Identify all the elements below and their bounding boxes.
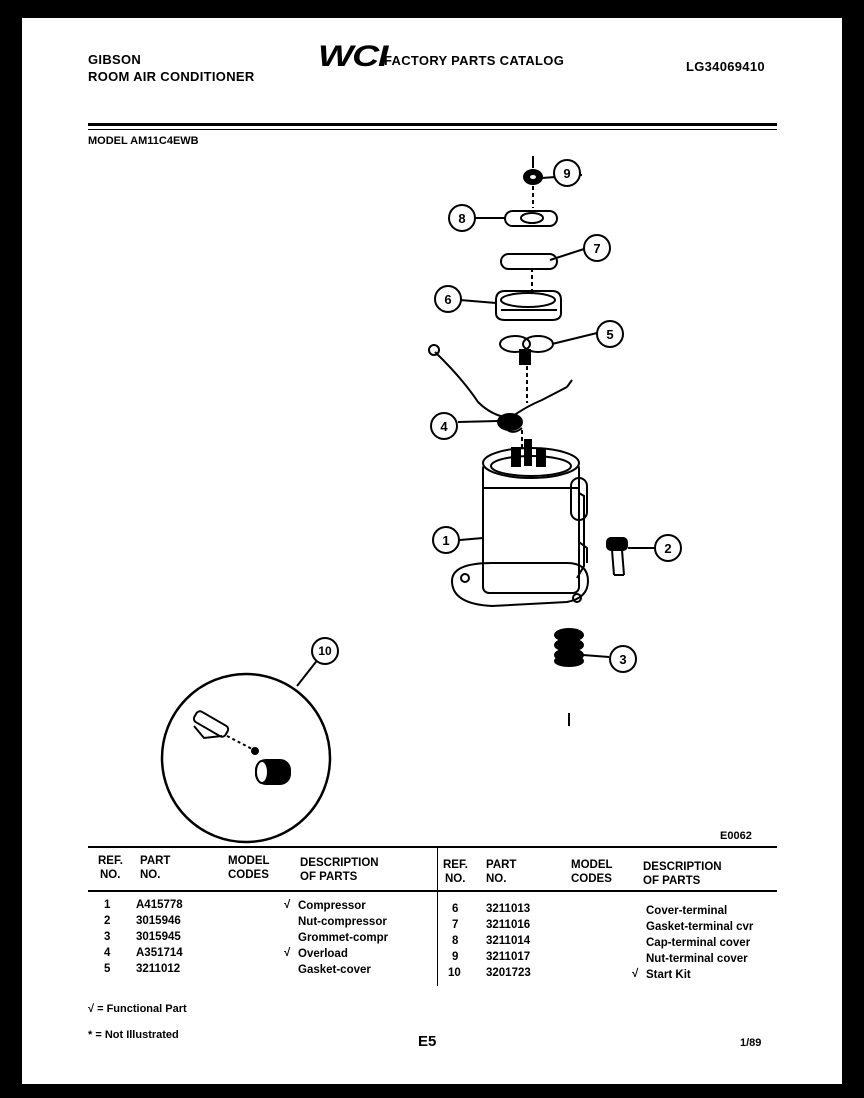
callout-8: 8	[448, 204, 476, 232]
left-header-codes-2: CODES	[228, 869, 269, 881]
catalog-page: GIBSON ROOM AIR CONDITIONER WCI FACTORY …	[22, 18, 842, 1084]
callout-7: 7	[583, 234, 611, 262]
callout-10: 10	[311, 637, 339, 665]
functional-mark: √	[632, 968, 639, 980]
part-no: A351714	[136, 947, 183, 959]
part-no: 3211012	[136, 963, 181, 975]
ref-no: 2	[104, 915, 111, 927]
exploded-parts-diagram	[160, 156, 654, 844]
description: Overload	[298, 948, 348, 960]
ref-no: 6	[452, 903, 459, 915]
table-top-rule	[88, 846, 777, 848]
part-5-gasket	[499, 335, 554, 365]
ref-no: 10	[448, 967, 461, 979]
part-no: 3015945	[136, 931, 181, 943]
ref-no: 4	[104, 947, 111, 959]
catalog-title: FACTORY PARTS CATALOG	[384, 53, 565, 68]
description: Cap-terminal cover	[646, 937, 751, 949]
ref-no: 9	[452, 951, 459, 963]
revision-date: 1/89	[740, 1037, 762, 1049]
callout-4: 4	[430, 412, 458, 440]
part-9-nut	[523, 169, 543, 185]
ref-no: 1	[104, 899, 111, 911]
part-4-overload	[428, 344, 573, 433]
description: Compressor	[298, 900, 366, 912]
part-3-grommet	[554, 628, 584, 667]
wci-logo: WCI	[318, 40, 388, 73]
left-header-desc-1: DESCRIPTION	[300, 857, 379, 869]
right-header-desc-2: OF PARTS	[643, 875, 701, 887]
left-header-ref-1: REF.	[98, 855, 123, 867]
part-no: 3201723	[486, 967, 531, 979]
header-rule-thick	[88, 123, 777, 126]
right-header-ref-2: NO.	[445, 873, 466, 885]
right-header-part-2: NO.	[486, 873, 507, 885]
description: Gasket-cover	[298, 964, 371, 976]
part-no: A415778	[136, 899, 183, 911]
left-header-desc-2: OF PARTS	[300, 871, 358, 883]
functional-mark: √	[284, 899, 291, 911]
description: Cover-terminal	[646, 905, 728, 917]
ref-no: 7	[452, 919, 459, 931]
left-header-codes-1: MODEL	[228, 855, 270, 867]
figure-code: E0062	[720, 830, 752, 842]
description: Grommet-compr	[298, 932, 389, 944]
ref-no: 8	[452, 935, 459, 947]
part-no: 3211013	[486, 903, 531, 915]
part-7-gasket	[500, 253, 558, 270]
callout-3: 3	[609, 645, 637, 673]
ref-no: 5	[104, 963, 111, 975]
right-header-ref-1: REF.	[443, 859, 468, 871]
catalog-number: LG34069410	[686, 59, 765, 74]
right-header-codes-1: MODEL	[571, 859, 613, 871]
brand-name: GIBSON	[88, 52, 142, 67]
left-header-part-2: NO.	[140, 869, 161, 881]
description: Start Kit	[646, 969, 691, 981]
callout-5: 5	[596, 320, 624, 348]
table-divider	[437, 846, 438, 986]
right-header-codes-2: CODES	[571, 873, 612, 885]
not-illustrated-note: * = Not Illustrated	[88, 1029, 179, 1041]
part-8-cap	[504, 210, 558, 227]
description: Gasket-terminal cvr	[646, 921, 754, 933]
part-6-cover	[495, 290, 562, 321]
right-header-part-1: PART	[486, 859, 517, 871]
page-code: E5	[418, 1033, 437, 1050]
model-number: MODEL AM11C4EWB	[88, 135, 199, 147]
part-2-bolt	[606, 537, 628, 576]
callout-6: 6	[434, 285, 462, 313]
part-no: 3015946	[136, 915, 181, 927]
part-no: 3211017	[486, 951, 531, 963]
description: Nut-terminal cover	[646, 953, 748, 965]
product-name: ROOM AIR CONDITIONER	[88, 69, 255, 84]
left-header-part-1: PART	[140, 855, 171, 867]
callout-2: 2	[654, 534, 682, 562]
table-header-rule	[88, 890, 777, 892]
functional-part-note: √ = Functional Part	[88, 1003, 187, 1015]
part-no: 3211014	[486, 935, 531, 947]
functional-mark: √	[284, 947, 291, 959]
part-10-start-kit	[160, 672, 332, 844]
right-header-desc-1: DESCRIPTION	[643, 861, 722, 873]
callout-9: 9	[553, 159, 581, 187]
header-rule-thin	[88, 129, 777, 130]
description: Nut-compressor	[298, 916, 387, 928]
callout-1: 1	[432, 526, 460, 554]
ref-no: 3	[104, 931, 111, 943]
left-header-ref-2: NO.	[100, 869, 121, 881]
part-1-compressor	[450, 439, 590, 608]
part-no: 3211016	[486, 919, 531, 931]
